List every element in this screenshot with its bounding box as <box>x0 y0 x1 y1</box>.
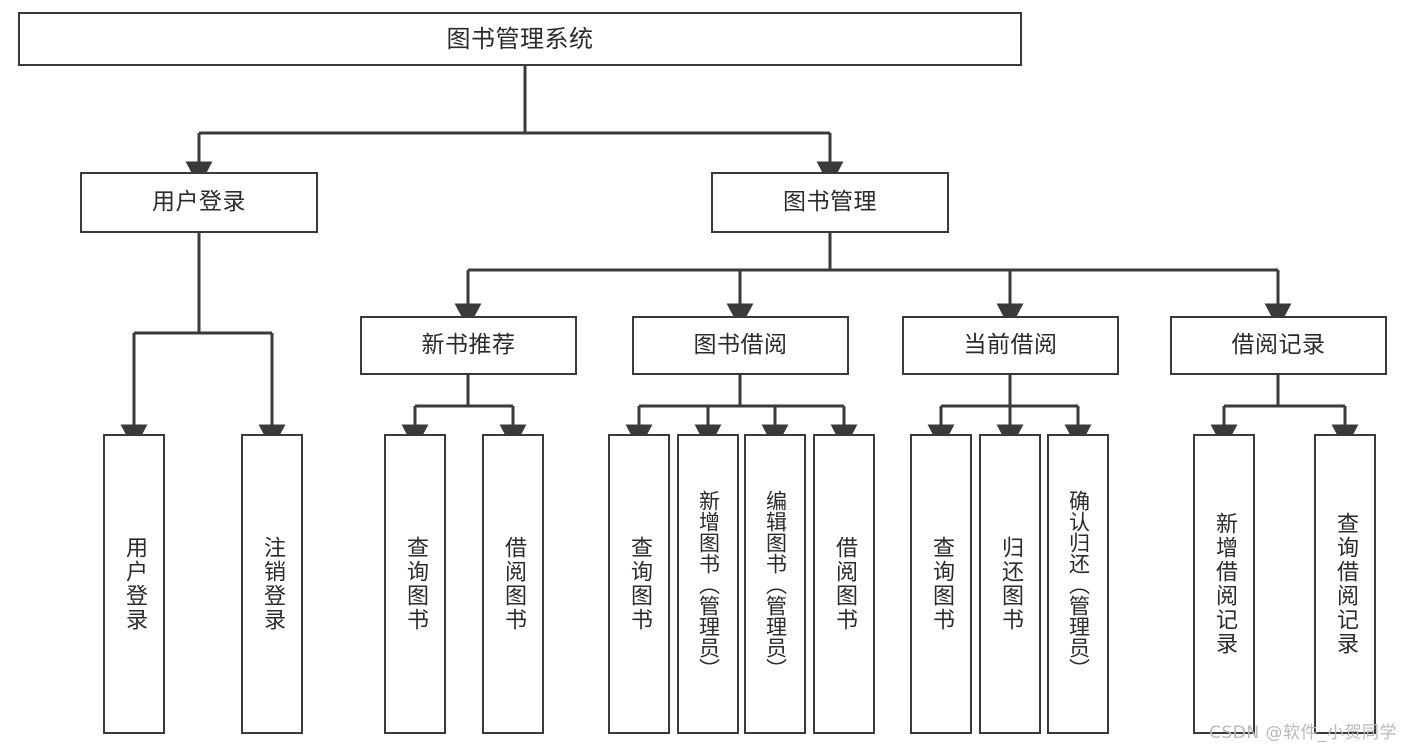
leaf-query-borrow-record[interactable]: 查询借阅记录 <box>1314 434 1376 734</box>
node-label: 新增借阅记录 <box>1212 512 1237 656</box>
leaf-borrow-book-recommend[interactable]: 借阅图书 <box>482 434 544 734</box>
node-book-management[interactable]: 图书管理 <box>711 172 949 233</box>
leaf-add-book-admin[interactable]: 新增图书（管理员） <box>677 434 739 734</box>
node-label: 查询图书 <box>929 536 954 632</box>
leaf-query-book-recommend[interactable]: 查询图书 <box>384 434 446 734</box>
leaf-user-login[interactable]: 用户登录 <box>103 434 165 734</box>
node-label: 查询借阅记录 <box>1333 512 1358 656</box>
node-book-borrow[interactable]: 图书借阅 <box>632 316 849 375</box>
node-current-borrow[interactable]: 当前借阅 <box>902 316 1119 375</box>
node-label: 注销登录 <box>260 536 285 632</box>
leaf-logout[interactable]: 注销登录 <box>241 434 303 734</box>
node-label: 新增图书（管理员） <box>696 489 721 679</box>
node-borrow-record[interactable]: 借阅记录 <box>1170 316 1387 375</box>
node-label: 图书管理 <box>783 188 877 215</box>
node-label: 图书借阅 <box>693 331 788 358</box>
node-label: 借阅记录 <box>1231 331 1326 358</box>
leaf-return-book[interactable]: 归还图书 <box>979 434 1041 734</box>
node-label: 查询图书 <box>403 536 428 632</box>
node-label: 用户登录 <box>152 188 246 215</box>
node-new-book-recommend[interactable]: 新书推荐 <box>360 316 577 375</box>
node-label: 借阅图书 <box>501 536 526 632</box>
node-label: 编辑图书（管理员） <box>763 489 788 679</box>
leaf-query-book-current[interactable]: 查询图书 <box>910 434 972 734</box>
node-label: 查询图书 <box>627 536 652 632</box>
node-label: 借阅图书 <box>832 536 857 632</box>
node-user-login[interactable]: 用户登录 <box>80 172 318 233</box>
leaf-query-book-borrow[interactable]: 查询图书 <box>608 434 670 734</box>
node-label: 归还图书 <box>998 536 1023 632</box>
leaf-borrow-book[interactable]: 借阅图书 <box>813 434 875 734</box>
node-label: 用户登录 <box>122 536 147 632</box>
node-label: 新书推荐 <box>421 331 516 358</box>
leaf-edit-book-admin[interactable]: 编辑图书（管理员） <box>744 434 806 734</box>
node-label: 当前借阅 <box>963 331 1058 358</box>
node-label: 图书管理系统 <box>446 24 594 53</box>
csdn-watermark: CSDN @软件_小贺同学 <box>1209 723 1397 743</box>
leaf-confirm-return-admin[interactable]: 确认归还（管理员） <box>1047 434 1109 734</box>
leaf-add-borrow-record[interactable]: 新增借阅记录 <box>1193 434 1255 734</box>
node-label: 确认归还（管理员） <box>1066 489 1091 679</box>
node-root-book-management-system[interactable]: 图书管理系统 <box>18 12 1022 66</box>
